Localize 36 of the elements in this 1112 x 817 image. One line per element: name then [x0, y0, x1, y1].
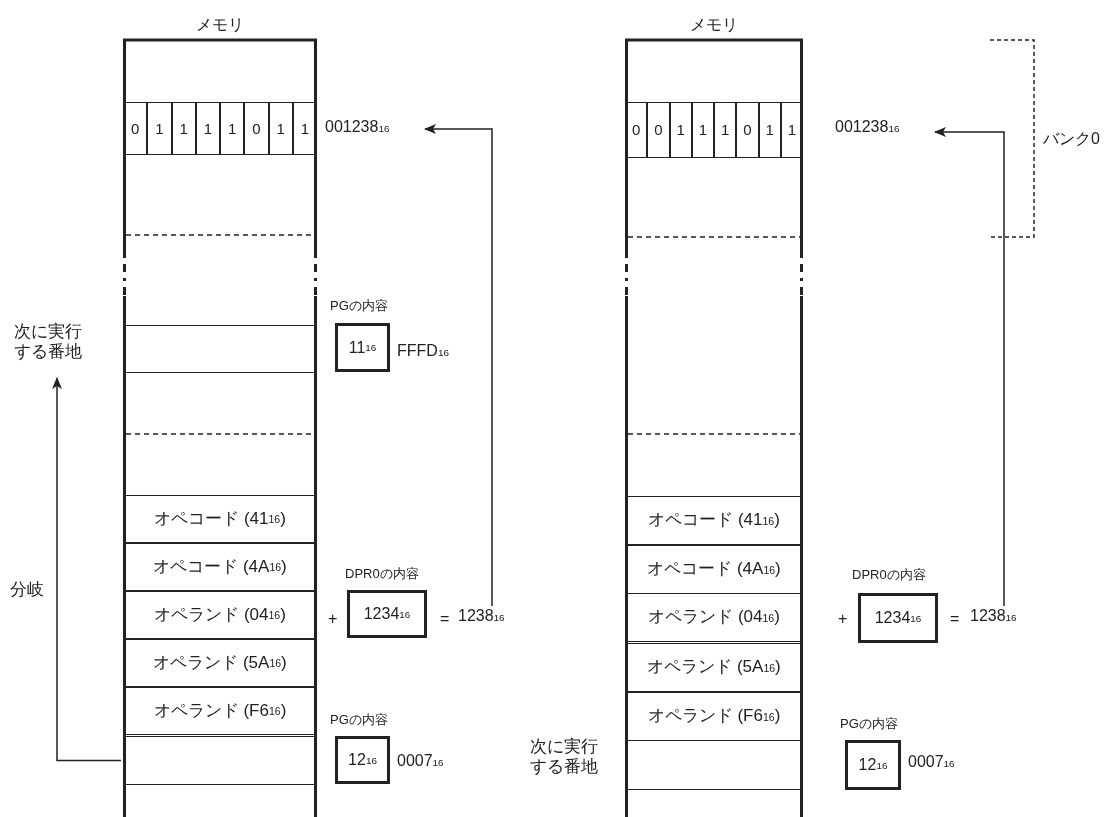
bit-cell: 0 [244, 102, 269, 155]
box-heading: DPR0の内容 [345, 566, 419, 582]
bit-cell: 0 [123, 102, 148, 155]
operator-sign: + [328, 609, 338, 629]
arrow [424, 124, 493, 607]
box-heading: PGの内容 [840, 716, 898, 732]
memory-row [123, 736, 317, 785]
box-heading: PGの内容 [330, 712, 388, 728]
operator-sign: = [950, 609, 960, 629]
bit-cell: 1 [268, 102, 293, 155]
edge-label: 分岐 [10, 580, 44, 601]
column-heading: メモリ [689, 15, 739, 35]
memory-row [123, 325, 317, 373]
bit-cell: 1 [669, 102, 692, 158]
arrow [934, 127, 1005, 607]
note-text: 次に実行する番地 [14, 322, 88, 376]
box-heading: DPR0の内容 [852, 567, 926, 583]
value-label: 次に実行する番地 [530, 737, 599, 778]
bit-cell: 1 [780, 102, 803, 158]
column-heading: メモリ [195, 15, 245, 35]
bit-cell: 1 [292, 102, 317, 155]
bit-cell: 1 [691, 102, 714, 158]
bit-cell: 1 [171, 102, 196, 155]
bit-cell: 1 [195, 102, 220, 155]
box-heading: PGの内容 [330, 298, 388, 314]
operator-sign: = [440, 609, 450, 629]
operator-sign: + [838, 609, 848, 629]
bit-cell: 1 [147, 102, 172, 155]
bit-cell: 1 [758, 102, 781, 158]
bit-cell: 1 [220, 102, 245, 155]
bit-cell: 0 [625, 102, 648, 158]
arrow [52, 377, 122, 762]
bit-cell: 1 [714, 102, 737, 158]
bank-label: バンク0 [1043, 129, 1100, 149]
bit-cell: 0 [647, 102, 670, 158]
bit-cell: 0 [736, 102, 759, 158]
